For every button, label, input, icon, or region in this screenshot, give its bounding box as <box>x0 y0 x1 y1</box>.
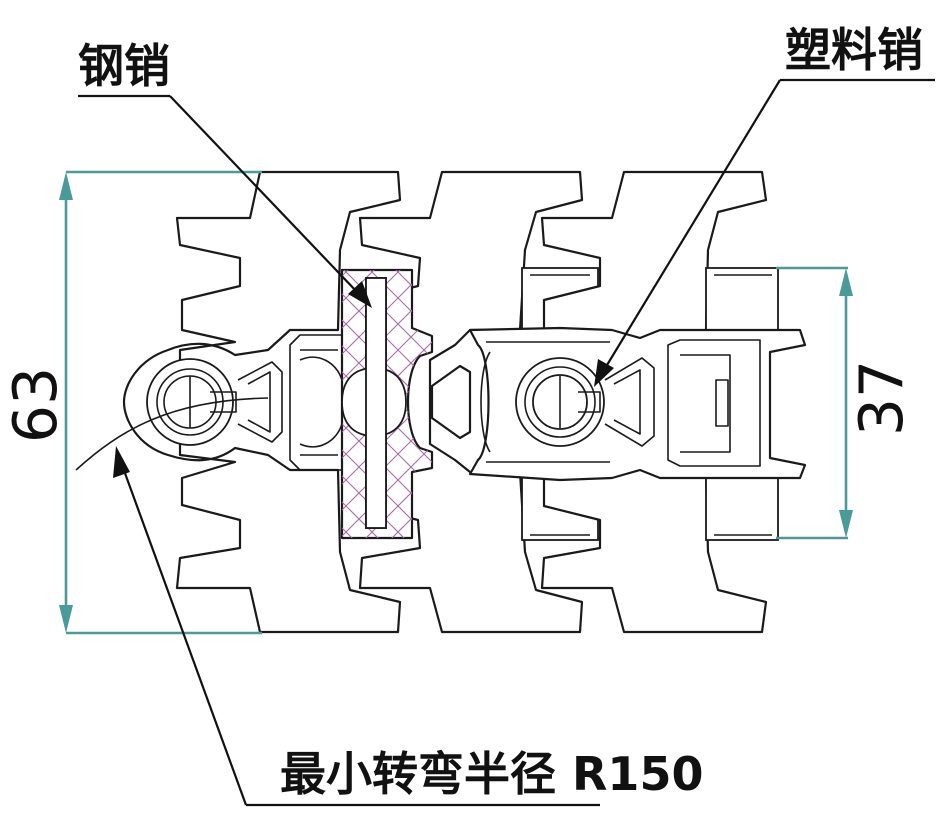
hatch-line <box>342 515 432 538</box>
dimension-37-label: 37 <box>847 360 917 436</box>
tooth-stub-top-right <box>705 267 779 333</box>
hatch-line <box>330 0 440 80</box>
dimension-63-label: 63 <box>1 367 71 443</box>
plastic-pin-leader <box>594 78 935 387</box>
turning-radius-arc <box>75 397 269 471</box>
turn-radius-label: 最小转弯半径 R150 <box>280 747 703 801</box>
hatch-line <box>330 22 440 132</box>
dimension-inner-height <box>776 266 853 540</box>
plastic-pin-label: 塑料销 <box>785 23 923 77</box>
steel-pin-leader <box>78 94 372 308</box>
hatch-line <box>330 0 440 80</box>
hatch-line <box>330 22 440 132</box>
dimension-overall-height <box>59 170 262 635</box>
hatch-line <box>330 0 440 106</box>
hatch-line <box>330 48 440 158</box>
hatch-line <box>330 74 440 184</box>
connector-body <box>430 326 807 482</box>
turn-radius-leader <box>113 446 600 807</box>
chain-link-3 <box>540 170 779 634</box>
hatch-line <box>330 74 440 184</box>
steel-pin-label: 钢销 <box>78 39 170 93</box>
hatch-line <box>342 489 432 538</box>
hatch-line <box>342 270 432 315</box>
tooth-stub-bottom-right <box>705 471 779 541</box>
hatch-line <box>330 48 440 158</box>
hatch-line <box>330 0 440 106</box>
